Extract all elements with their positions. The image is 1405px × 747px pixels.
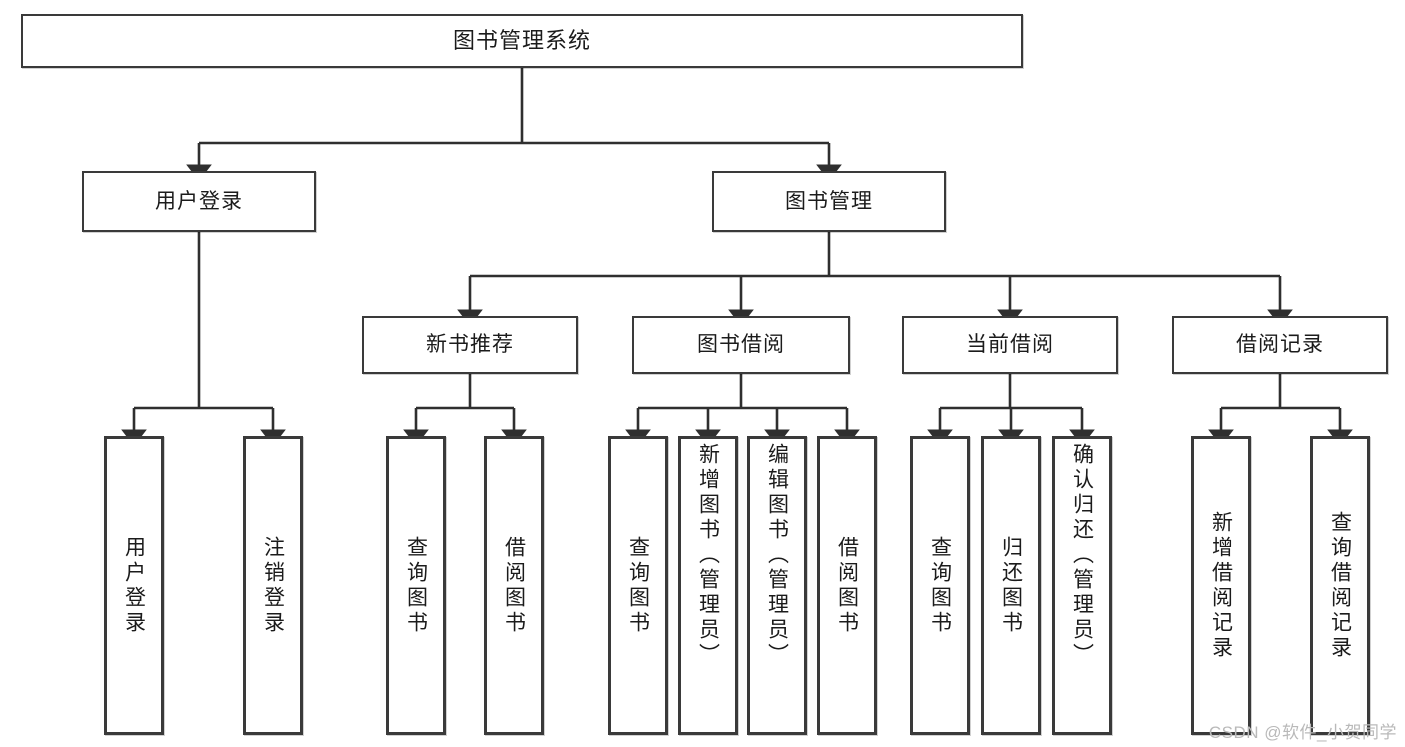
node-label: 新增借阅记录 bbox=[1209, 510, 1233, 661]
node-label: 用户登录 bbox=[122, 535, 146, 636]
node-leaf-cur-return-book[interactable]: 归还图书 bbox=[981, 436, 1041, 735]
node-label: 编辑图书（管理员） bbox=[765, 443, 789, 668]
node-leaf-borrow-query-book[interactable]: 查询图书 bbox=[608, 436, 668, 735]
node-content: 确认归还（管理员） bbox=[1055, 439, 1109, 732]
node-leaf-cur-confirm-return[interactable]: 确认归还（管理员） bbox=[1052, 436, 1112, 735]
node-label: 图书借阅 bbox=[697, 333, 785, 357]
node-content: 查询图书 bbox=[611, 439, 665, 732]
connector-lines bbox=[121, 68, 1353, 447]
node-label: 归还图书 bbox=[999, 535, 1023, 636]
node-content: 用户登录 bbox=[107, 439, 161, 732]
node-leaf-borrow-edit-book[interactable]: 编辑图书（管理员） bbox=[747, 436, 807, 735]
node-content: 借阅图书 bbox=[487, 439, 541, 732]
node-current-borrow[interactable]: 当前借阅 bbox=[902, 316, 1118, 374]
node-label: 当前借阅 bbox=[966, 333, 1054, 357]
node-label: 用户登录 bbox=[155, 189, 243, 213]
node-leaf-rec-query-book[interactable]: 查询图书 bbox=[386, 436, 446, 735]
node-label: 查询图书 bbox=[404, 535, 428, 636]
node-book-manage[interactable]: 图书管理 bbox=[712, 171, 946, 232]
node-leaf-borrow-add-book[interactable]: 新增图书（管理员） bbox=[678, 436, 738, 735]
node-label: 图书管理系统 bbox=[452, 27, 591, 53]
node-leaf-cur-query-book[interactable]: 查询图书 bbox=[910, 436, 970, 735]
node-content: 注销登录 bbox=[246, 439, 300, 732]
node-root[interactable]: 图书管理系统 bbox=[21, 14, 1023, 68]
node-label: 查询图书 bbox=[626, 535, 650, 636]
node-leaf-rec-borrow-book[interactable]: 借阅图书 bbox=[484, 436, 544, 735]
node-label: 查询图书 bbox=[928, 535, 952, 636]
node-label: 查询借阅记录 bbox=[1328, 510, 1352, 661]
node-label: 借阅图书 bbox=[835, 535, 859, 636]
node-label: 借阅记录 bbox=[1236, 333, 1324, 357]
node-book-borrow[interactable]: 图书借阅 bbox=[632, 316, 850, 374]
node-content: 编辑图书（管理员） bbox=[750, 439, 804, 732]
node-label: 注销登录 bbox=[261, 535, 285, 636]
node-new-book-rec[interactable]: 新书推荐 bbox=[362, 316, 578, 374]
node-label: 新书推荐 bbox=[426, 333, 514, 357]
node-content: 借阅图书 bbox=[820, 439, 874, 732]
node-content: 新增图书（管理员） bbox=[681, 439, 735, 732]
node-content: 查询图书 bbox=[389, 439, 443, 732]
node-leaf-borrow-borrow-book[interactable]: 借阅图书 bbox=[817, 436, 877, 735]
node-label: 确认归还（管理员） bbox=[1070, 443, 1094, 668]
node-content: 查询借阅记录 bbox=[1313, 439, 1367, 732]
node-leaf-rec-add-record[interactable]: 新增借阅记录 bbox=[1191, 436, 1251, 735]
node-leaf-rec-query-record[interactable]: 查询借阅记录 bbox=[1310, 436, 1370, 735]
node-user-login[interactable]: 用户登录 bbox=[82, 171, 316, 232]
node-leaf-user-logout[interactable]: 注销登录 bbox=[243, 436, 303, 735]
node-label: 新增图书（管理员） bbox=[696, 443, 720, 668]
node-label: 借阅图书 bbox=[502, 535, 526, 636]
node-content: 新增借阅记录 bbox=[1194, 439, 1248, 732]
node-label: 图书管理 bbox=[785, 189, 873, 213]
node-content: 查询图书 bbox=[913, 439, 967, 732]
node-borrow-record[interactable]: 借阅记录 bbox=[1172, 316, 1388, 374]
node-leaf-user-login[interactable]: 用户登录 bbox=[104, 436, 164, 735]
node-content: 归还图书 bbox=[984, 439, 1038, 732]
